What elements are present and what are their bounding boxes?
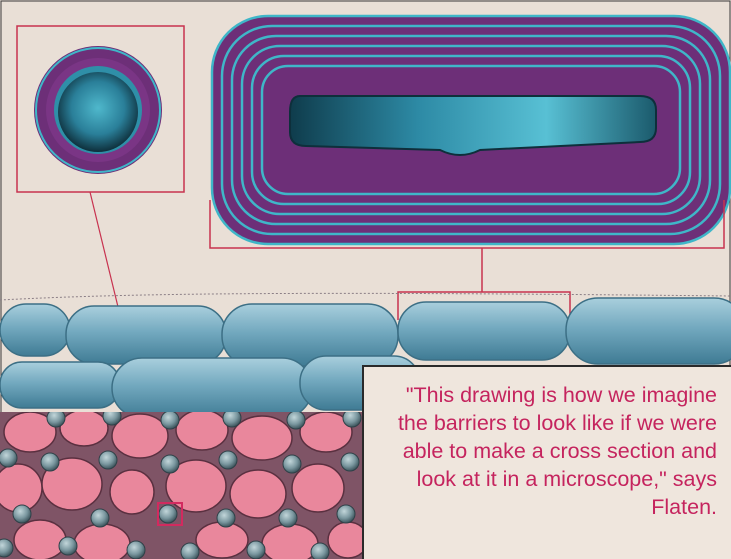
lipid-granule: [0, 539, 13, 557]
lipid-granule: [343, 409, 361, 427]
lipid-granule: [279, 509, 297, 527]
skin-cell: [14, 520, 66, 559]
lipid-granule: [47, 409, 65, 427]
lipid-granule: [59, 537, 77, 555]
corneocyte-row-lower: [0, 356, 420, 418]
lipid-granule: [127, 541, 145, 559]
skin-cell: [196, 522, 248, 558]
skin-cell: [176, 410, 228, 450]
caption-text: "This drawing is how we imagine the barr…: [372, 381, 717, 521]
skin-cell: [110, 470, 154, 514]
lipid-granule: [311, 543, 329, 559]
lipid-granule: [0, 449, 17, 467]
lipid-granule: [13, 505, 31, 523]
lipid-granule: [99, 451, 117, 469]
lipid-granule: [161, 411, 179, 429]
lipid-granule: [287, 411, 305, 429]
caption-box: "This drawing is how we imagine the barr…: [362, 365, 731, 559]
lipid-granule: [247, 541, 265, 559]
lipid-granule: [217, 509, 235, 527]
skin-cell: [74, 524, 130, 559]
skin-cell: [262, 524, 318, 559]
skin-cell: [232, 416, 292, 460]
lipid-granule: [161, 455, 179, 473]
lipid-granule: [103, 407, 121, 425]
lipid-granule: [219, 451, 237, 469]
lipid-granule: [159, 505, 177, 523]
skin-cell: [230, 470, 286, 518]
lipid-granule: [283, 455, 301, 473]
skin-cell: [112, 414, 168, 458]
skin-cell: [60, 410, 108, 446]
lipid-granule: [41, 453, 59, 471]
skin-cell: [292, 464, 344, 512]
lipid-granule: [341, 453, 359, 471]
lipid-lamellae: [212, 16, 730, 244]
lipid-granule: [337, 505, 355, 523]
epidermis-tissue: [0, 407, 368, 559]
lipid-granule: [181, 543, 199, 559]
vesicle-cross-section: [34, 46, 162, 174]
lipid-granule: [91, 509, 109, 527]
